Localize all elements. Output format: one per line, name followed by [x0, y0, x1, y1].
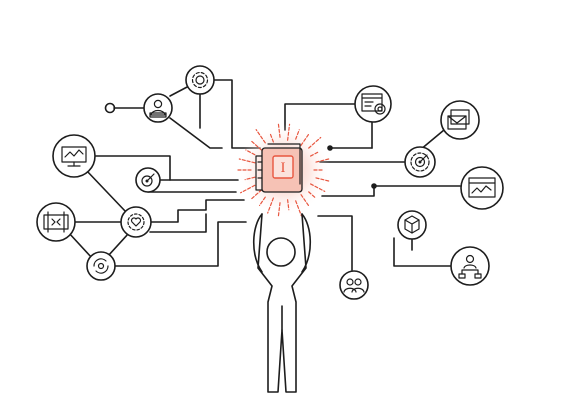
endpoint-circle	[104, 102, 116, 114]
gear-target-icon	[404, 146, 436, 178]
glow-ray	[255, 129, 266, 144]
cube-icon	[397, 210, 427, 240]
document-stack-icon: I	[255, 143, 303, 193]
heart-badge-icon	[120, 206, 152, 238]
gear-icon	[185, 65, 215, 95]
glow-ray	[277, 202, 281, 217]
glow-ray	[300, 134, 310, 146]
glow-ray	[245, 149, 256, 156]
browser-chart-icon	[460, 166, 504, 210]
glow-ray	[244, 176, 256, 181]
target-icon	[135, 167, 161, 193]
glow-ray	[251, 189, 263, 200]
org-chart-icon	[450, 246, 490, 286]
glow-ray	[315, 158, 330, 163]
refresh-settings-icon	[86, 251, 116, 281]
person-arms-raised	[252, 213, 312, 393]
glow-ray	[269, 131, 274, 143]
settings-window-icon	[354, 85, 392, 123]
glow-ray	[277, 123, 281, 138]
mail-window-icon	[440, 100, 480, 140]
code-screen-icon	[36, 202, 76, 242]
glow-ray	[309, 150, 321, 157]
people-icon	[339, 270, 369, 300]
glow-ray	[308, 136, 322, 149]
glow-ray	[295, 200, 302, 217]
glow-ray	[267, 197, 274, 214]
glow-ray	[240, 184, 256, 194]
glow-ray	[308, 191, 317, 200]
glow-ray	[295, 129, 300, 140]
center-badge-letter: I	[281, 160, 286, 176]
user-badge-icon	[143, 93, 173, 123]
glow-ray	[287, 199, 290, 211]
glow-ray	[251, 140, 263, 151]
glow-ray	[258, 196, 266, 206]
glow-ray	[309, 183, 326, 192]
glow-ray	[287, 123, 291, 141]
monitor-chart-icon	[52, 134, 96, 178]
glow-ray	[315, 177, 330, 182]
glow-ray	[300, 194, 310, 206]
glow-ray	[238, 158, 256, 164]
